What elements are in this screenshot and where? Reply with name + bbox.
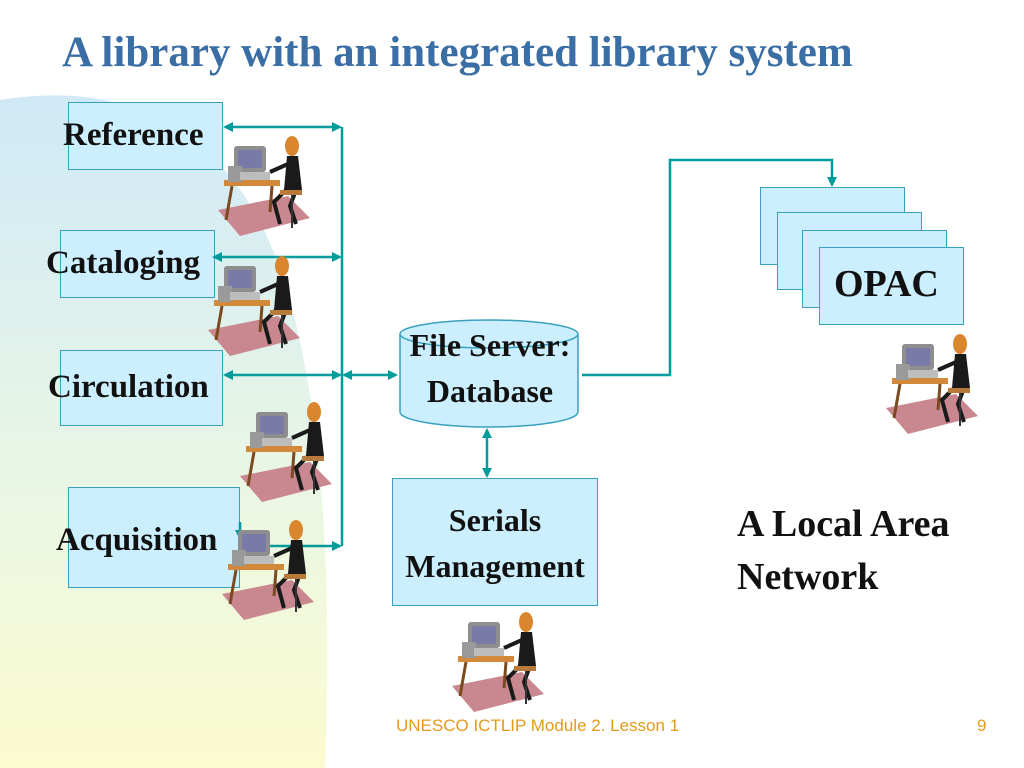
file-server-database xyxy=(399,319,579,428)
serials-line1: Serials xyxy=(448,502,542,538)
page-number: 9 xyxy=(977,716,987,735)
serials-line2: Management xyxy=(405,548,585,585)
lan-line1: A Local Area xyxy=(737,503,950,545)
acquisition-box xyxy=(68,487,240,588)
file-server-line2: Database xyxy=(426,373,554,410)
footer-text: UNESCO ICTLIP Module 2. Lesson 1 xyxy=(396,716,680,735)
workstation-user-icon xyxy=(214,516,324,626)
cataloging-label: Cataloging xyxy=(46,245,201,281)
workstation-user-icon xyxy=(210,132,320,242)
circulation-label: Circulation xyxy=(48,369,209,405)
serials-label: Serials Management xyxy=(380,497,610,590)
cataloging-box xyxy=(60,230,215,298)
lan-caption: A Local Area Network xyxy=(737,498,950,604)
opac-box xyxy=(819,247,964,325)
workstation-user-icon xyxy=(200,252,310,362)
file-server-label: File Server: Database xyxy=(380,322,600,415)
acquisition-label: Acquisition xyxy=(56,522,218,558)
file-server-line1: File Server: xyxy=(409,327,571,363)
workstation-user-icon xyxy=(878,330,988,440)
slide-title: A library with an integrated library sys… xyxy=(62,29,853,76)
circulation-box xyxy=(60,350,223,426)
serials-management-box xyxy=(392,478,598,606)
workstation-user-icon xyxy=(232,398,342,508)
reference-box xyxy=(68,102,223,170)
reference-label: Reference xyxy=(63,117,204,153)
lan-line2: Network xyxy=(737,556,879,599)
workstation-user-icon xyxy=(444,608,554,718)
opac-label: OPAC xyxy=(834,263,939,305)
